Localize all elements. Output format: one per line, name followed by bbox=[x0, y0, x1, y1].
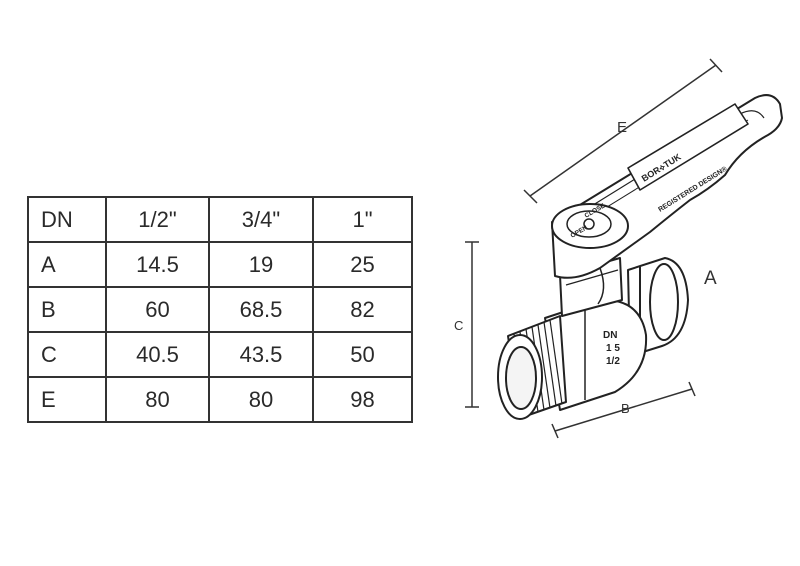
table-cell: 80 bbox=[208, 376, 314, 423]
dimension-c bbox=[465, 241, 479, 408]
table-cell: 19 bbox=[208, 241, 314, 288]
header-size-1: 1/2" bbox=[105, 196, 210, 243]
table-cell: 43.5 bbox=[208, 331, 314, 378]
table-cell: 80 bbox=[105, 376, 210, 423]
table-row-b: B 60 68.5 82 bbox=[27, 286, 413, 333]
table-cell: 25 bbox=[312, 241, 413, 288]
handle-cap bbox=[551, 203, 629, 249]
valve-body bbox=[497, 257, 689, 420]
row-label: C bbox=[27, 331, 107, 378]
dimension-e bbox=[523, 58, 723, 204]
svg-text:1/2: 1/2 bbox=[606, 356, 620, 367]
header-dn: DN bbox=[27, 196, 107, 243]
table-row-a: A 14.5 19 25 bbox=[27, 241, 413, 288]
table-cell: 40.5 bbox=[105, 331, 210, 378]
table-row-e: E 80 80 98 bbox=[27, 376, 413, 423]
table-cell: 60 bbox=[105, 286, 210, 333]
dimension-b bbox=[551, 381, 696, 439]
table-cell: 50 bbox=[312, 331, 413, 378]
label-e: E bbox=[617, 119, 627, 136]
header-size-2: 3/4" bbox=[208, 196, 314, 243]
row-label: B bbox=[27, 286, 107, 333]
svg-text:DN: DN bbox=[603, 330, 617, 341]
table-row-c: C 40.5 43.5 50 bbox=[27, 331, 413, 378]
label-c: C bbox=[454, 318, 463, 333]
label-b: B bbox=[621, 401, 630, 416]
table-cell: 98 bbox=[312, 376, 413, 423]
header-size-3: 1" bbox=[312, 196, 413, 243]
table-cell: 68.5 bbox=[208, 286, 314, 333]
body-marking: DN 1 5 1/2 bbox=[603, 330, 620, 367]
label-a: A bbox=[704, 268, 717, 289]
table-cell: 14.5 bbox=[105, 241, 210, 288]
table-header-row: DN 1/2" 3/4" 1" bbox=[27, 196, 413, 243]
table-cell: 82 bbox=[312, 286, 413, 333]
row-label: A bbox=[27, 241, 107, 288]
dimension-table: DN 1/2" 3/4" 1" A 14.5 19 25 B 60 68.5 8… bbox=[27, 196, 413, 423]
row-label: E bbox=[27, 376, 107, 423]
svg-text:1 5: 1 5 bbox=[606, 343, 620, 354]
